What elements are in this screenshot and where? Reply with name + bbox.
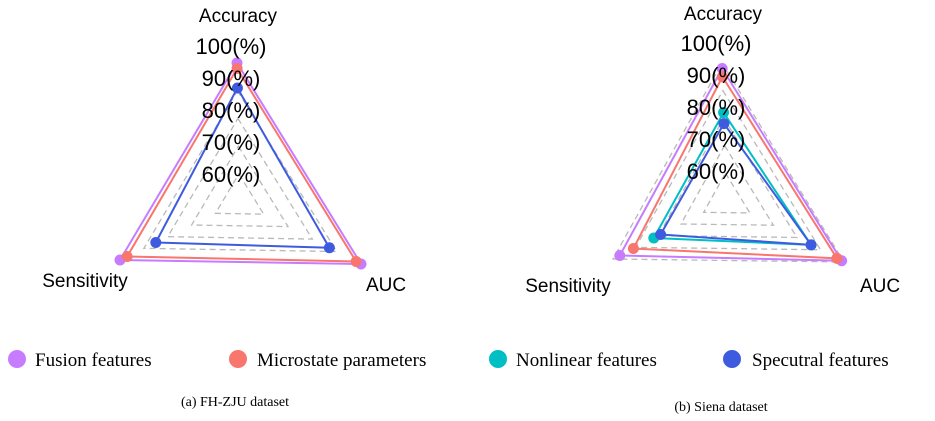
series-line-nonlinear-features [652, 111, 813, 246]
legend-label-spectral: Specutral features [752, 350, 889, 371]
legend-item-spectral: Specutral features [723, 350, 889, 371]
legend-swatch-nonlinear [489, 350, 507, 368]
legend-item-microstate: Microstate parameters [229, 350, 426, 371]
grid-b [611, 61, 846, 263]
series-line-spectral-features [154, 86, 331, 249]
axis-label-auc-b: AUC [860, 276, 900, 297]
series-line-microstate-parameters [632, 75, 838, 260]
points-b [614, 63, 848, 267]
data-point-microstate-parameters-sensitivity [627, 243, 639, 254]
legend-item-fusion: Fusion features [8, 350, 152, 371]
axis-label-sensitivity-a: Sensitivity [42, 271, 128, 292]
ring-label: 60(%) [687, 159, 746, 184]
legend-swatch-microstate [229, 350, 247, 368]
data-point-spectral-features-accuracy [231, 82, 243, 94]
axis-label-auc-a: AUC [366, 275, 406, 296]
legend-swatch-fusion [8, 350, 26, 368]
grid-ring [657, 116, 799, 239]
caption-b: (b) Siena dataset [674, 400, 767, 415]
legend-item-nonlinear: Nonlinear features [489, 350, 657, 371]
ring-label: 70(%) [687, 127, 746, 152]
grid-ring [166, 117, 314, 240]
data-point-spectral-features-auc [323, 242, 335, 254]
legend: Fusion features Microstate parameters No… [8, 350, 889, 371]
grid-ring [142, 89, 338, 253]
data-point-nonlinear-features-accuracy [718, 107, 730, 119]
series-a [119, 62, 362, 265]
grid-ring [634, 89, 822, 251]
data-point-microstate-parameters-auc [350, 256, 362, 268]
data-point-microstate-parameters-accuracy [231, 63, 243, 75]
ring-label: 80(%) [687, 95, 746, 120]
ring-label: 70(%) [202, 130, 261, 155]
ring-label: 100(%) [681, 31, 752, 56]
ring-label: 90(%) [202, 66, 261, 91]
series-line-spectral-features [659, 122, 813, 246]
data-point-spectral-features-accuracy [718, 118, 730, 130]
series-line-fusion-features [119, 62, 362, 265]
grid-ring [702, 171, 752, 214]
caption-a: (a) FH-ZJU dataset [181, 395, 289, 410]
chart-panel-b: Accuracy AUC Sensitivity 100(%) 90(%) 80(%… [525, 4, 900, 415]
ring-label: 90(%) [687, 63, 746, 88]
ring-labels-b: 100(%) 90(%) 80(%) 70(%) 60(%) [681, 31, 752, 184]
ring-label: 100(%) [196, 34, 267, 59]
series-line-fusion-features [618, 67, 843, 262]
ring-label: 80(%) [202, 98, 261, 123]
ring-labels-a: 100(%) 90(%) 80(%) 70(%) 60(%) [196, 34, 267, 187]
data-point-spectral-features-sensitivity [655, 229, 667, 240]
grid-ring [190, 144, 290, 228]
data-point-fusion-features-accuracy [716, 63, 728, 75]
data-point-microstate-parameters-accuracy [716, 71, 728, 83]
ring-label: 60(%) [202, 162, 261, 187]
grid-ring [214, 172, 265, 215]
series-b [618, 67, 843, 262]
data-point-fusion-features-sensitivity [614, 250, 626, 261]
axis-label-accuracy-a: Accuracy [199, 6, 278, 27]
data-point-microstate-parameters-auc [831, 252, 843, 264]
points-a [114, 57, 367, 270]
series-line-microstate-parameters [126, 67, 358, 263]
axis-label-accuracy-b: Accuracy [684, 4, 763, 25]
legend-label-fusion: Fusion features [35, 350, 152, 371]
axis-label-sensitivity-b: Sensitivity [525, 276, 611, 297]
legend-label-microstate: Microstate parameters [257, 350, 426, 371]
chart-panel-a: Accuracy AUC Sensitivity 100(%) 90(%) 80(%… [42, 6, 406, 410]
legend-label-nonlinear: Nonlinear features [516, 350, 657, 371]
grid-ring [679, 144, 775, 226]
legend-swatch-spectral [723, 350, 741, 368]
data-point-spectral-features-auc [805, 239, 817, 251]
data-point-microstate-parameters-sensitivity [121, 251, 133, 262]
data-point-spectral-features-sensitivity [150, 237, 162, 248]
